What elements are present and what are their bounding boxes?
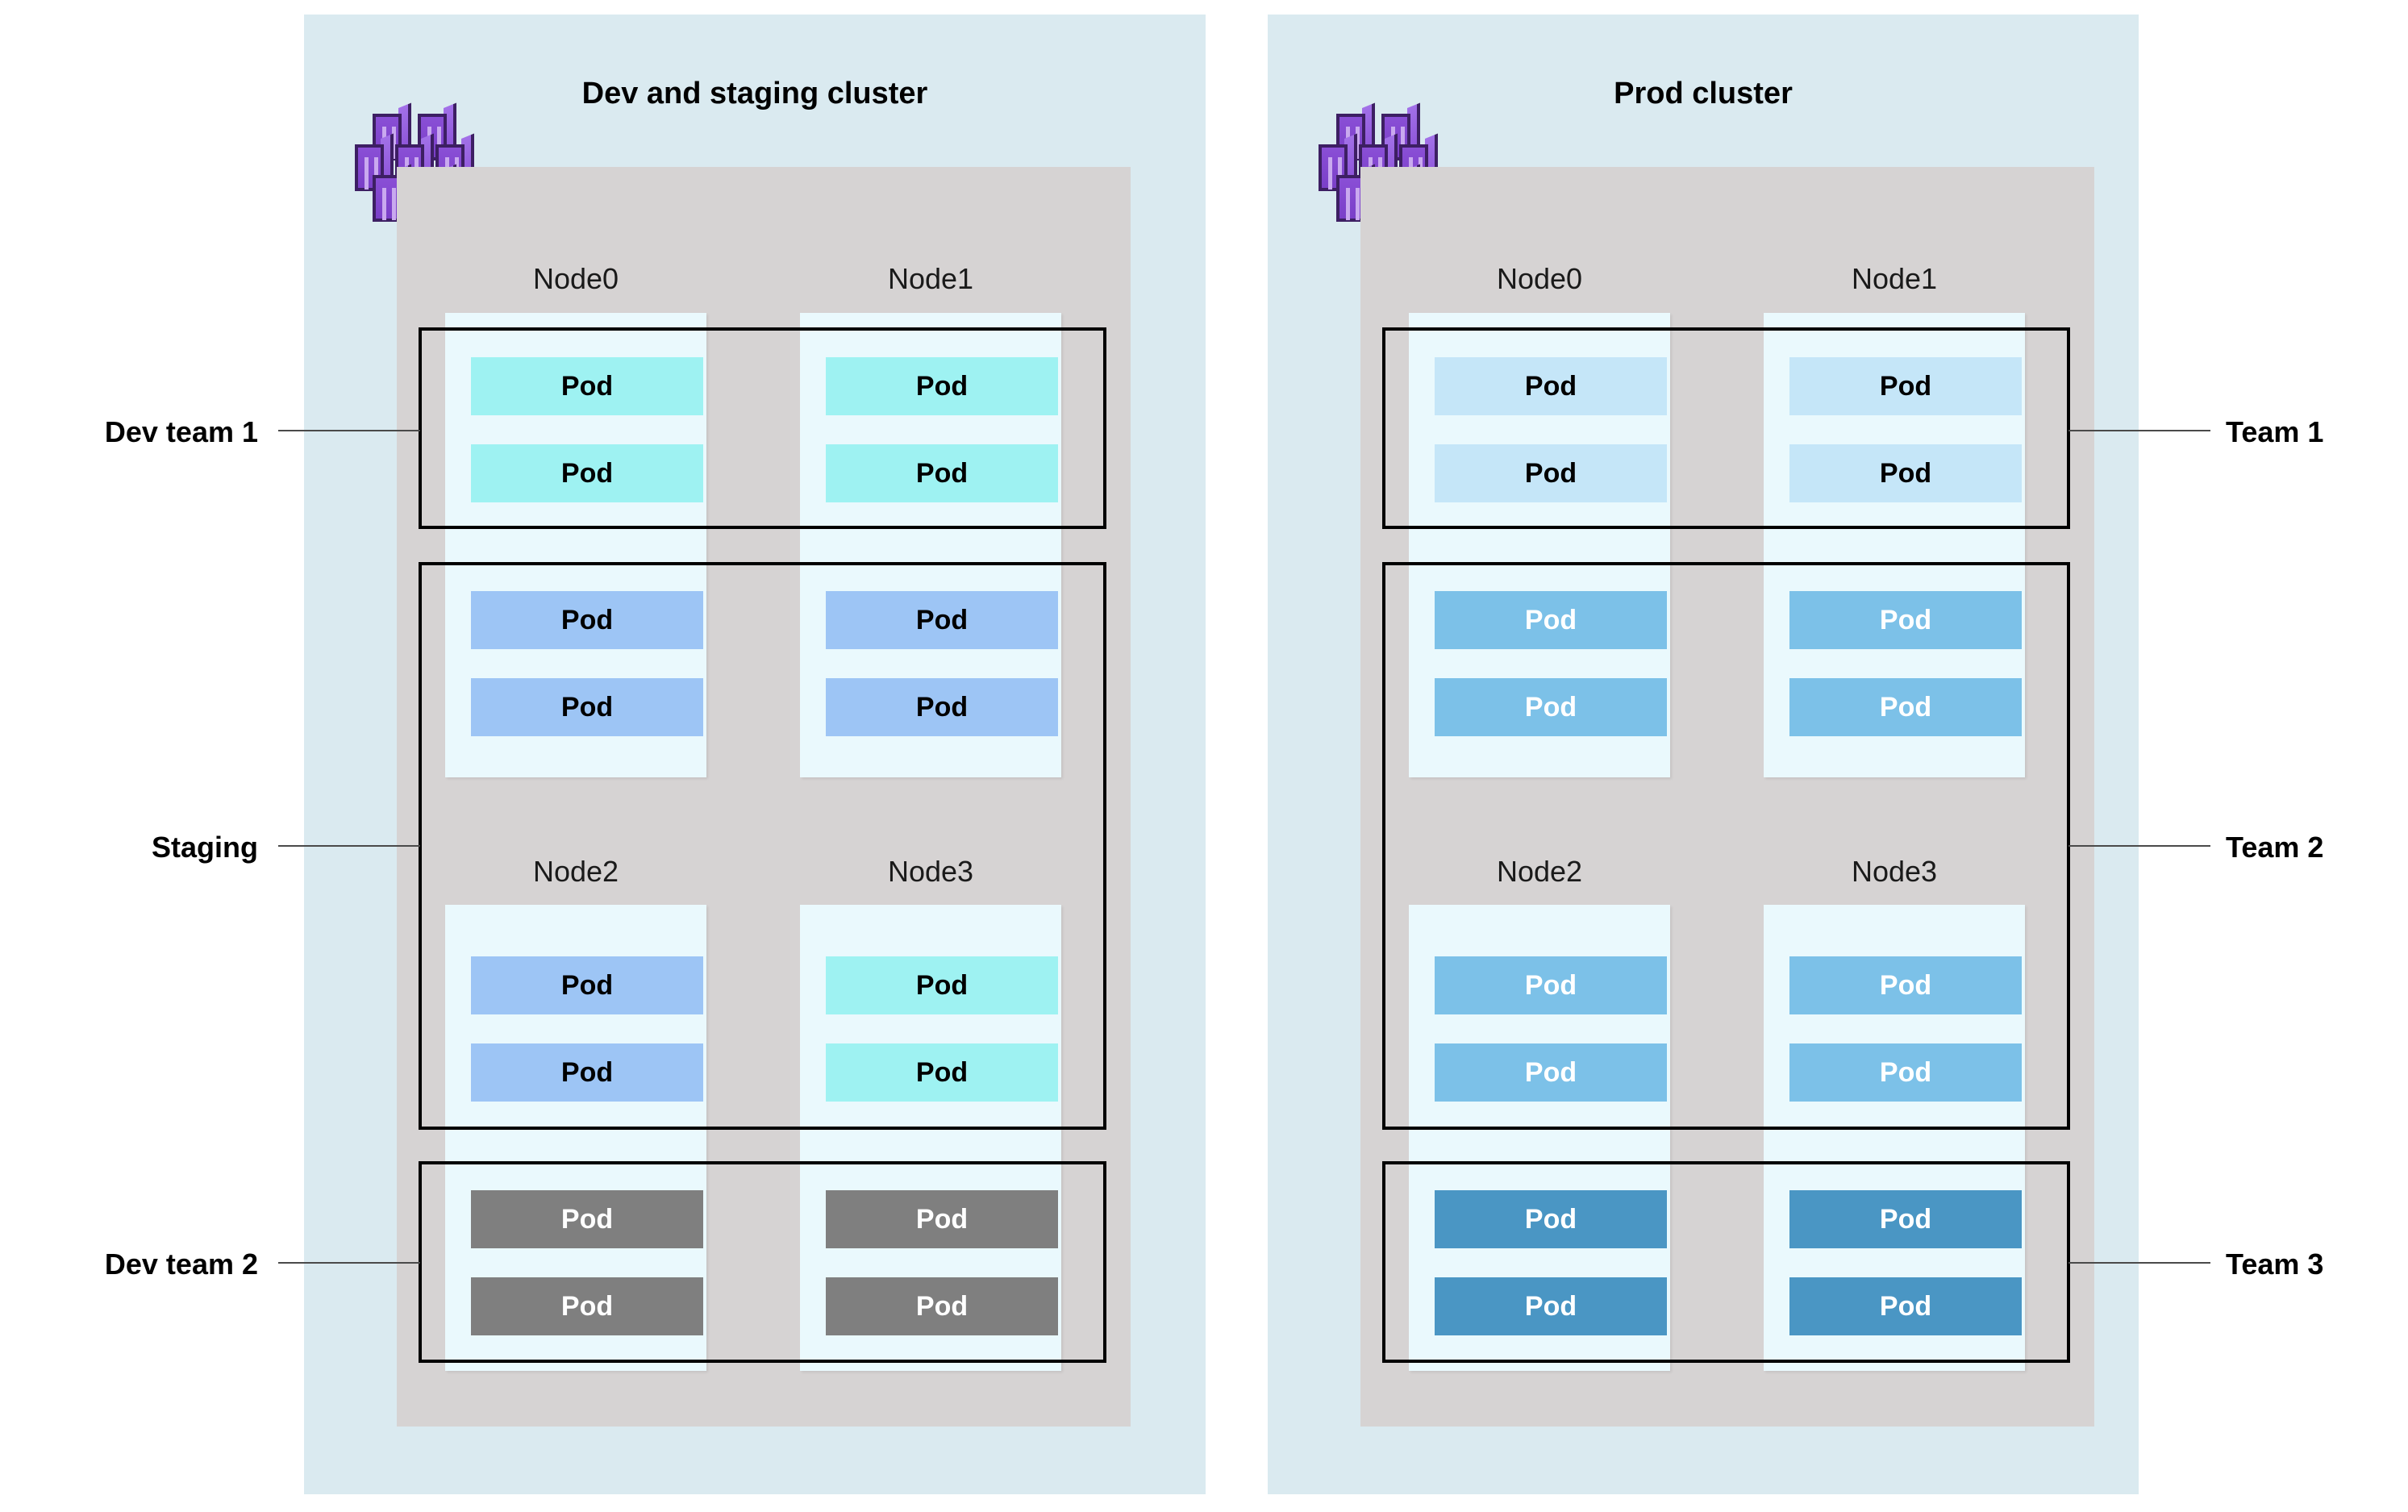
pod[interactable]: Pod <box>1789 678 2022 736</box>
leader-line-dev-team-2 <box>278 1262 420 1264</box>
pod[interactable]: Pod <box>1435 444 1667 502</box>
pod[interactable]: Pod <box>471 956 703 1014</box>
node-label-dev-node0: Node0 <box>532 262 619 295</box>
pod[interactable]: Pod <box>471 1277 703 1335</box>
pod[interactable]: Pod <box>1435 1277 1667 1335</box>
pod[interactable]: Pod <box>1789 357 2022 415</box>
pod[interactable]: Pod <box>1789 591 2022 649</box>
callout-label-dev-team-1: Dev team 1 <box>104 415 258 448</box>
pod[interactable]: Pod <box>1435 956 1667 1014</box>
leader-line-team-3 <box>2068 1262 2210 1264</box>
node-label-dev-node2: Node2 <box>532 855 619 888</box>
callout-label-team-2: Team 2 <box>2226 831 2324 864</box>
pod[interactable]: Pod <box>1789 1043 2022 1102</box>
node-label-prod-node0: Node0 <box>1496 262 1583 295</box>
pod[interactable]: Pod <box>1789 1277 2022 1335</box>
node-label-prod-node2: Node2 <box>1496 855 1583 888</box>
pod[interactable]: Pod <box>471 357 703 415</box>
pod[interactable]: Pod <box>1435 591 1667 649</box>
leader-line-staging <box>278 845 420 847</box>
pod[interactable]: Pod <box>826 678 1058 736</box>
pod[interactable]: Pod <box>1789 956 2022 1014</box>
pod[interactable]: Pod <box>1435 1043 1667 1102</box>
pod[interactable]: Pod <box>471 678 703 736</box>
pod[interactable]: Pod <box>1789 444 2022 502</box>
callout-label-team-1: Team 1 <box>2226 415 2324 448</box>
callout-label-dev-team-2: Dev team 2 <box>104 1248 258 1281</box>
cluster-title-dev-staging: Dev and staging cluster <box>581 77 928 110</box>
node-label-prod-node3: Node3 <box>1851 855 1938 888</box>
pod[interactable]: Pod <box>471 1190 703 1248</box>
leader-line-team-2 <box>2068 845 2210 847</box>
callout-label-team-3: Team 3 <box>2226 1248 2324 1281</box>
pod[interactable]: Pod <box>471 1043 703 1102</box>
node-label-dev-node1: Node1 <box>887 262 974 295</box>
pod[interactable]: Pod <box>1435 678 1667 736</box>
node-label-dev-node3: Node3 <box>887 855 974 888</box>
pod[interactable]: Pod <box>471 444 703 502</box>
pod[interactable]: Pod <box>826 1277 1058 1335</box>
pod[interactable]: Pod <box>826 956 1058 1014</box>
cluster-title-prod: Prod cluster <box>1614 77 1793 110</box>
node-label-prod-node1: Node1 <box>1851 262 1938 295</box>
pod[interactable]: Pod <box>826 357 1058 415</box>
pod[interactable]: Pod <box>826 1043 1058 1102</box>
leader-line-team-1 <box>2068 430 2210 431</box>
pod[interactable]: Pod <box>826 1190 1058 1248</box>
pod[interactable]: Pod <box>826 444 1058 502</box>
callout-label-staging: Staging <box>152 831 258 864</box>
pod[interactable]: Pod <box>1789 1190 2022 1248</box>
pod[interactable]: Pod <box>1435 1190 1667 1248</box>
pod[interactable]: Pod <box>826 591 1058 649</box>
pod[interactable]: Pod <box>471 591 703 649</box>
leader-line-dev-team-1 <box>278 430 420 431</box>
pod[interactable]: Pod <box>1435 357 1667 415</box>
